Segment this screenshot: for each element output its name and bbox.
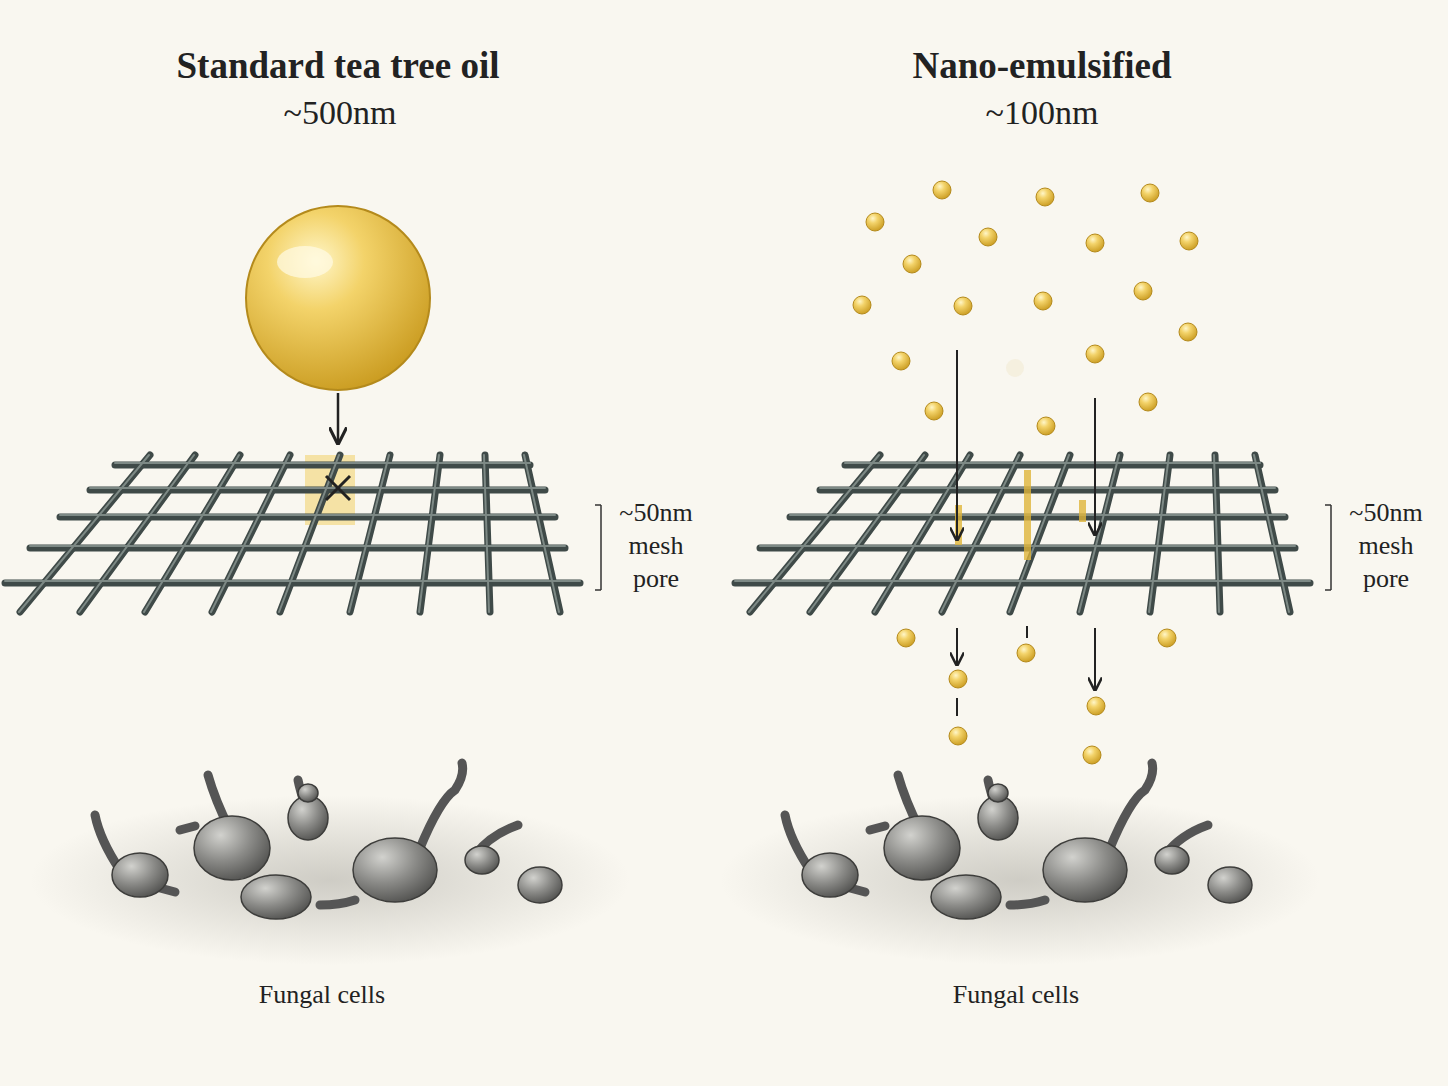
block-mark — [326, 476, 350, 500]
bracket — [595, 505, 601, 590]
panel-title: Nano-emulsified — [913, 44, 1172, 87]
droplet-highlight — [277, 246, 333, 278]
arrow — [337, 393, 340, 443]
cells-label: Fungal cells — [953, 980, 1079, 1010]
oil-droplet — [246, 206, 430, 390]
panel-title: Standard tea tree oil — [176, 44, 499, 87]
pore-size-label: ~50nm mesh pore — [1340, 496, 1432, 595]
size-label: ~100nm — [986, 94, 1099, 132]
faded-droplet — [1006, 359, 1024, 377]
bracket — [1325, 505, 1331, 590]
arrows — [957, 350, 1095, 716]
cells-label: Fungal cells — [259, 980, 385, 1010]
size-label: ~500nm — [284, 94, 397, 132]
nano-droplets — [853, 181, 1198, 764]
penetrating-oil — [955, 470, 1086, 560]
pore-size-label: ~50nm mesh pore — [610, 496, 702, 595]
